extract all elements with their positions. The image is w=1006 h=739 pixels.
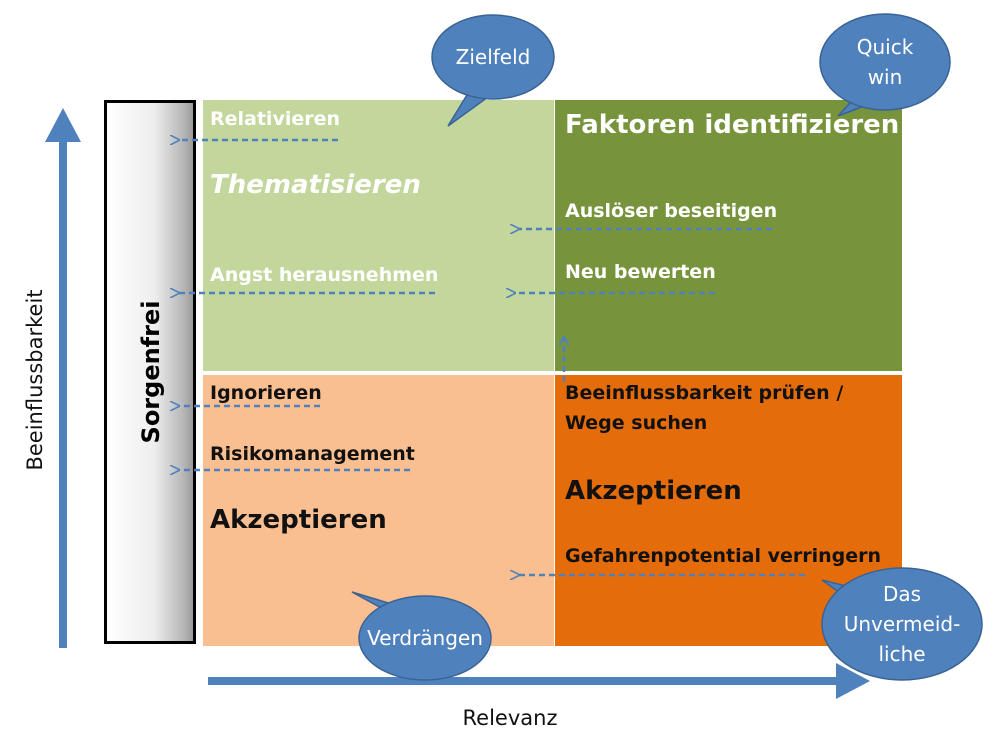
quadrant-top-left [203, 100, 554, 371]
sorgenfrei-box [104, 100, 196, 644]
x-axis-arrow [208, 663, 870, 699]
label-neu-bewerten: Neu bewerten [565, 261, 716, 283]
bubble-unvermeidliche [821, 567, 983, 681]
label-risikomanagement: Risikomanagement [210, 443, 415, 465]
label-relativieren: Relativieren [210, 108, 341, 130]
quadrant-top-right [555, 100, 902, 371]
bubble-unvermeidliche-text: Das Unvermeid- liche [844, 579, 961, 669]
bubble-zielfeld [431, 14, 555, 127]
label-beeinflussbarkeit-pruefen: Beeinflussbarkeit prüfen / [565, 382, 844, 404]
label-ignorieren: Ignorieren [210, 382, 322, 404]
label-angst-herausnehmen: Angst herausnehmen [210, 264, 439, 286]
bubble-quick-line2: win [867, 65, 903, 89]
bubble-verdraengen [351, 591, 492, 681]
bubble-das-line1: Das [882, 582, 922, 606]
bubble-quick-win-text: Quick win [857, 32, 914, 92]
label-akzeptieren-left: Akzeptieren [210, 505, 387, 535]
bubble-quick-win [819, 13, 951, 117]
bubble-quick-line1: Quick [856, 35, 914, 59]
label-gefahrenpotential: Gefahrenpotential verringern [565, 545, 882, 567]
bubble-das-line2: Unvermeid- [843, 612, 961, 636]
label-faktoren-identifizieren: Faktoren identifizieren [565, 110, 900, 140]
bubble-zielfeld-text: Zielfeld [455, 45, 531, 69]
y-axis-arrow [45, 108, 81, 648]
label-akzeptieren-right: Akzeptieren [565, 476, 742, 506]
x-axis-label: Relevanz [462, 706, 558, 730]
bubble-verdraengen-text: Verdrängen [367, 626, 483, 650]
label-thematisieren: Thematisieren [210, 170, 421, 200]
label-ausloeser-beseitigen: Auslöser beseitigen [565, 200, 778, 222]
label-wege-suchen: Wege suchen [565, 412, 708, 434]
bubble-das-line3: liche [878, 642, 926, 666]
